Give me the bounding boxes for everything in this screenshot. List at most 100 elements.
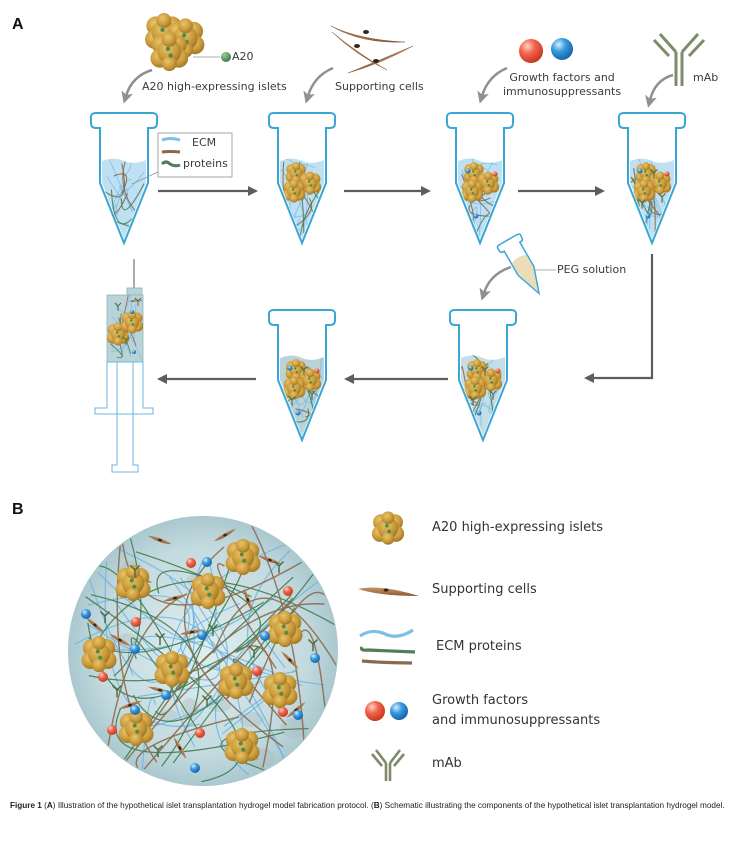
growth-factor	[465, 168, 471, 174]
immunosuppressant	[130, 644, 140, 654]
tube-supporting-cells	[267, 112, 337, 244]
ecm-fiber	[136, 603, 325, 748]
ecm-fiber	[468, 205, 493, 217]
curved-arrow-growth	[477, 66, 508, 104]
islet	[282, 376, 306, 400]
ecm-fiber	[122, 158, 136, 211]
islet	[460, 179, 484, 203]
growth-factor	[278, 707, 288, 717]
growth-factor	[473, 213, 479, 219]
tube-ecm	[89, 112, 159, 244]
legend-label-growth-line2: and immunosuppressants	[432, 713, 601, 728]
ecm-fiber	[111, 303, 137, 353]
ecm-fiber	[75, 616, 247, 766]
islet	[267, 610, 303, 648]
tube-mab	[617, 112, 687, 244]
a20-dot-icon	[221, 52, 231, 62]
growth-factor	[314, 368, 320, 374]
islet	[190, 572, 226, 610]
immunosuppressant	[197, 630, 207, 640]
peg-tube-illustration	[496, 233, 541, 296]
growth-factor	[195, 728, 205, 738]
ecm-fiber	[183, 546, 284, 748]
ecm-label-box	[131, 132, 233, 185]
ecm-fiber	[110, 189, 133, 225]
growth-factor	[287, 365, 293, 371]
ecm-fiber	[88, 547, 332, 682]
curved-arrow-peg	[479, 265, 512, 301]
legend-islet-icon	[371, 511, 405, 545]
caption-b-label: B	[373, 801, 380, 810]
islet	[81, 635, 117, 673]
growth-factor	[476, 410, 482, 416]
label-peg-solution: PEG solution	[557, 263, 627, 276]
label-ecm: ECM	[192, 136, 217, 149]
islet-cluster-illustration	[145, 13, 205, 72]
tube-hydrogel	[267, 309, 337, 441]
tube-liquid	[102, 158, 146, 239]
islet	[218, 662, 254, 700]
immunosuppressant	[81, 609, 91, 619]
islet	[632, 179, 656, 203]
panel-b-letter: B	[12, 501, 24, 518]
growth-factor	[492, 171, 498, 177]
immunosuppressant	[130, 705, 140, 715]
immunosuppressant	[293, 710, 303, 720]
caption-a-text: Illustration of the hypothetical islet t…	[57, 801, 369, 810]
immunosuppressant	[161, 690, 171, 700]
ecm-fiber	[104, 561, 201, 727]
background-cell	[279, 718, 308, 738]
growth-factor	[295, 410, 301, 416]
label-a20: A20	[232, 50, 254, 63]
ecm-fiber	[220, 727, 309, 779]
growth-factor	[664, 171, 670, 177]
panel-b	[68, 511, 419, 786]
growth-factor	[252, 666, 262, 676]
ecm-fiber	[216, 563, 277, 669]
ecm-fiber	[156, 570, 252, 598]
legend-label-growth-line1: Growth factors	[432, 693, 529, 708]
label-growth-factors: Growth factors and immunosuppressants	[503, 71, 621, 99]
curved-arrow-islets	[121, 68, 153, 104]
ecm-fiber	[141, 697, 157, 773]
legend-immunosuppressant-icon	[390, 702, 408, 720]
ecm-fiber	[121, 645, 275, 768]
figure-caption: Figure 1 (A) Illustration of the hypothe…	[10, 801, 725, 810]
legend-supporting-cell-icon	[358, 587, 419, 596]
islet	[224, 727, 260, 765]
ecm-fiber	[295, 408, 312, 418]
label-supporting-cells: Supporting cells	[335, 80, 424, 93]
ecm-fiber	[132, 607, 296, 722]
immunosuppressant	[310, 653, 320, 663]
legend-label-growth: Growth factors and immunosuppressants	[432, 691, 600, 731]
islet	[118, 709, 154, 747]
islet	[463, 376, 487, 400]
ecm-fiber	[130, 299, 143, 302]
legend-growth-factor-icon	[365, 701, 385, 721]
growth-factor	[107, 725, 117, 735]
caption-a-label: A	[46, 801, 53, 810]
immunosuppressant	[190, 763, 200, 773]
label-growth-line1: Growth factors and	[509, 71, 615, 84]
legend-label-ecm: ECM proteins	[436, 639, 522, 654]
caption-b-text: Schematic illustrating the components of…	[384, 801, 725, 810]
tube-growth-factors	[445, 112, 515, 244]
ecm-fiber	[87, 580, 337, 657]
panel-a	[89, 13, 706, 473]
ecm-fiber	[113, 173, 128, 194]
growth-factor-red-icon	[519, 39, 543, 63]
background-cell	[158, 709, 179, 722]
supporting-cells-illustration	[330, 25, 414, 74]
growth-factor	[130, 310, 134, 314]
islet	[225, 538, 261, 576]
growth-factor	[131, 617, 141, 627]
growth-factor	[468, 365, 474, 371]
growth-factor	[132, 350, 136, 354]
growth-factor	[186, 558, 196, 568]
caption-figure-label: Figure 1	[10, 801, 42, 810]
immunosuppressant	[260, 631, 270, 641]
mab-illustration	[652, 33, 706, 86]
ecm-fiber	[118, 317, 132, 354]
immunosuppressant	[202, 557, 212, 567]
islet	[262, 671, 298, 709]
